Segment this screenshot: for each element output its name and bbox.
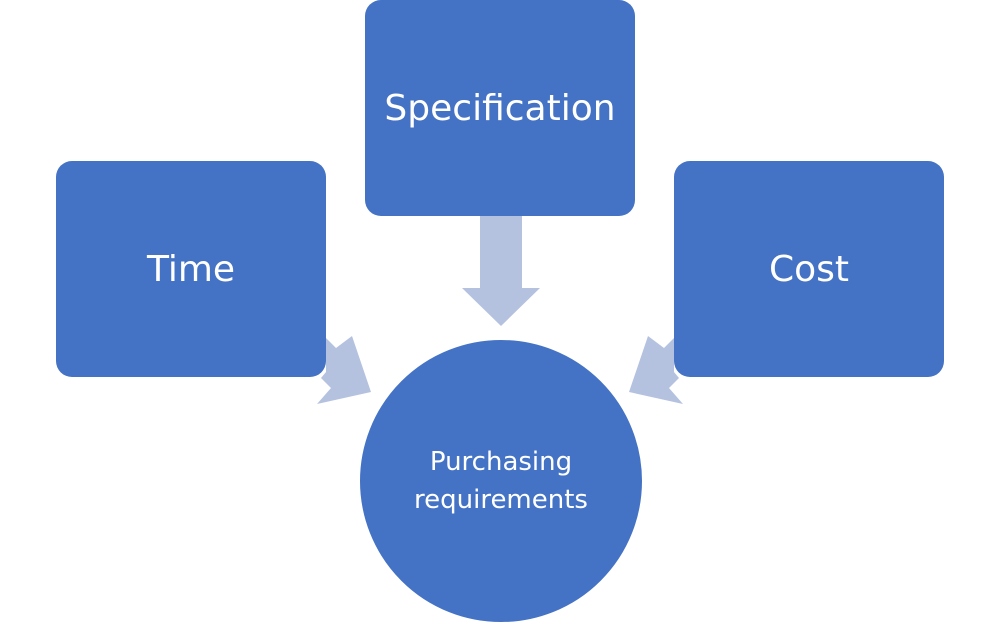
arrow-spec-to-center	[462, 216, 540, 326]
node-specification-label: Specification	[384, 87, 616, 129]
node-time: Time	[56, 161, 326, 377]
node-specification: Specification	[365, 0, 635, 216]
center-label-line2: requirements	[414, 485, 588, 515]
node-purchasing-requirements: Purchasing requirements	[358, 338, 644, 624]
node-time-label: Time	[146, 248, 236, 290]
arrow-time-to-center	[317, 336, 371, 404]
center-label-line1: Purchasing	[429, 447, 573, 477]
node-cost: Cost	[674, 161, 944, 377]
node-purchasing-requirements-label: Purchasing requirements	[391, 443, 611, 519]
node-cost-label: Cost	[768, 248, 850, 290]
arrow-cost-to-center	[629, 336, 683, 404]
